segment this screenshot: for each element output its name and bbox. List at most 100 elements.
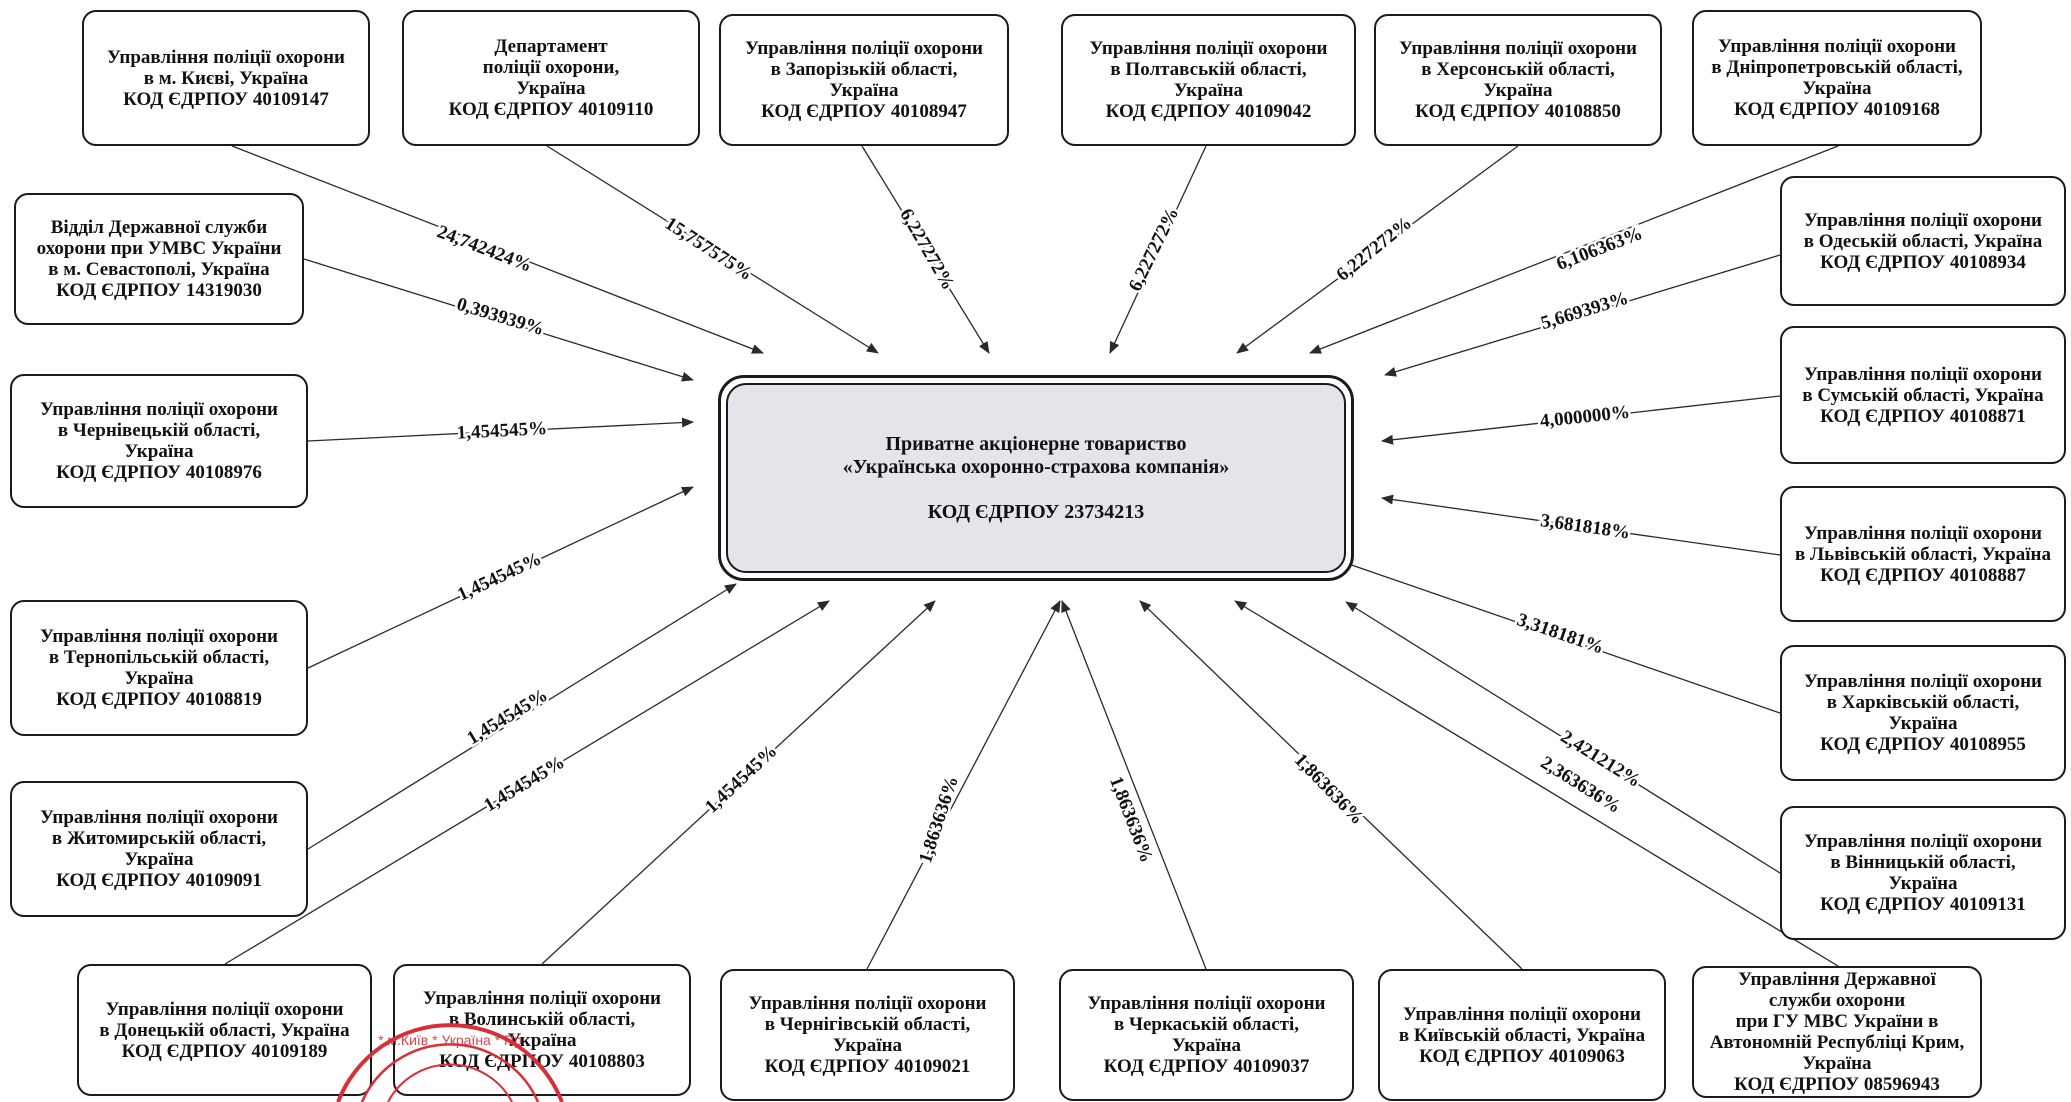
- shareholder-line: Управління поліції охорони: [1804, 522, 2042, 544]
- shareholder-line: Управління поліції охорони: [1718, 36, 1956, 57]
- shareholder-line: Україна: [1802, 78, 1872, 99]
- shareholder-line: поліції охорони,: [482, 57, 620, 78]
- shareholder-line: Управління поліції охорони: [1804, 671, 2042, 692]
- seal-stamp: * м.Київ * Україна * Пр: [336, 1023, 564, 1102]
- share-label-sumy: 4,000000%: [1539, 402, 1631, 432]
- shareholder-line: Відділ Державної служби: [50, 217, 268, 238]
- shareholder-line: Управління Державної: [1738, 969, 1936, 990]
- shareholder-line: в м. Севастополі, Україна: [48, 259, 270, 280]
- ownership-arrow-volyn: [541, 600, 936, 965]
- shareholder-line: КОД ЄДРПОУ 40108803: [439, 1051, 645, 1072]
- ownership-arrow-crimea: [1234, 600, 1839, 967]
- shareholder-line: охорони при УМВС України: [36, 238, 282, 259]
- shareholder-line: Україна: [1888, 713, 1958, 734]
- share-label-zaporizhzhia: 6,227272%: [895, 205, 958, 294]
- share-label-dnipro: 6,106363%: [1554, 223, 1646, 275]
- ownership-arrow-kharkiv: [1339, 559, 1781, 714]
- shareholder-line: КОД ЄДРПОУ 40108850: [1415, 101, 1621, 122]
- shareholder-line: Україна: [124, 441, 194, 462]
- shareholder-line: служби охорони: [1768, 990, 1906, 1011]
- shareholder-line: Україна: [124, 849, 194, 870]
- shareholder-line: в Донецькій області, Україна: [99, 1019, 350, 1041]
- center-company-box: Приватне акціонерне товариство «Українсь…: [718, 375, 1354, 581]
- share-label-volyn: 1,454545%: [701, 741, 781, 818]
- ownership-arrow-kyiv-city: [231, 145, 764, 354]
- share-label-cherkasy: 1,863636%: [1105, 774, 1157, 866]
- ownership-arrow-donetsk: [224, 600, 830, 965]
- shareholder-line: Україна: [1802, 1053, 1872, 1074]
- share-label-kyiv-region: 1,863636%: [1290, 749, 1368, 829]
- center-company-inner: Приватне акціонерне товариство «Українсь…: [726, 383, 1346, 573]
- ownership-arrow-dnipro: [1309, 145, 1839, 354]
- shareholder-line: в Тернопільській області,: [48, 647, 270, 668]
- share-label-kyiv-city: 24,742424%: [434, 221, 535, 276]
- shareholder-line: КОД ЄДРПОУ 40108887: [1820, 564, 2026, 586]
- shareholder-line: КОД ЄДРПОУ 40109131: [1820, 894, 2026, 915]
- shareholder-line: Управління поліції охорони: [1399, 38, 1637, 59]
- shareholder-line: КОД ЄДРПОУ 40108871: [1820, 405, 2026, 427]
- share-label-lviv: 3,681818%: [1539, 510, 1631, 543]
- ownership-arrow-poltava: [1109, 145, 1207, 354]
- ownership-arrow-kyiv-region: [1139, 600, 1523, 970]
- shareholder-line: Управління поліції охорони: [1804, 363, 2042, 385]
- share-label-kherson: 6,227272%: [1333, 213, 1416, 286]
- shareholder-line: Україна: [1171, 1035, 1242, 1056]
- shareholder-line: Управління поліції охорони: [40, 807, 278, 828]
- share-label-ternopil: 1,454545%: [454, 548, 545, 605]
- share-label-odesa: 5,669393%: [1538, 288, 1630, 334]
- shareholder-line: в Київській області, Україна: [1398, 1024, 1646, 1046]
- center-company-name-line-1: Приватне акціонерне товариство: [885, 432, 1187, 455]
- shareholder-line: в Чернівецькій області,: [57, 420, 261, 441]
- ownership-arrow-kherson: [1236, 145, 1519, 354]
- shareholder-line: Управління поліції охорони: [748, 993, 987, 1014]
- shareholder-line: в Чернігівській області,: [764, 1014, 971, 1035]
- shareholder-line: КОД ЄДРПОУ 40108976: [56, 462, 262, 483]
- shareholder-line: в Одеській області, Україна: [1803, 230, 2043, 252]
- shareholder-line: КОД ЄДРПОУ 40108955: [1820, 734, 2026, 755]
- shareholder-line: КОД ЄДРПОУ 14319030: [56, 280, 262, 301]
- ownership-arrow-sumy: [1381, 395, 1781, 445]
- shareholder-line: при ГУ МВС України в: [1735, 1011, 1939, 1032]
- shareholder-line: КОД ЄДРПОУ 40109091: [56, 870, 262, 891]
- ownership-arrow-zhytomyr: [307, 583, 737, 850]
- ownership-arrow-vinnytsia: [1345, 601, 1781, 874]
- shareholder-line: в Полтавській області,: [1110, 59, 1307, 80]
- shareholder-line: в Запорізькій області,: [770, 59, 958, 80]
- shareholder-line: КОД ЄДРПОУ 40108934: [1820, 251, 2026, 273]
- shareholder-line: в Харківській області,: [1826, 692, 2020, 713]
- shareholder-line: Управління поліції охорони: [40, 399, 278, 420]
- shareholder-line: Україна: [516, 78, 586, 99]
- ownership-arrow-sevastopol: [303, 258, 694, 382]
- shareholder-line: КОД ЄДРПОУ 40109021: [764, 1056, 971, 1077]
- shareholder-line: в Дніпропетровській області,: [1711, 57, 1963, 78]
- shareholder-line: КОД ЄДРПОУ 40109037: [1103, 1056, 1310, 1077]
- share-label-department: 15,757575%: [661, 213, 756, 285]
- share-label-zhytomyr: 1,454545%: [463, 685, 551, 749]
- shareholder-line: Управління поліції охорони: [1089, 38, 1328, 59]
- shareholder-line: Управління поліції охорони: [107, 46, 345, 68]
- shareholder-line: КОД ЄДРПОУ 08596943: [1734, 1074, 1940, 1095]
- shareholder-line: Україна: [507, 1030, 577, 1051]
- share-label-chernivtsi: 1,454545%: [456, 418, 547, 444]
- shareholder-line: в Херсонській області,: [1421, 59, 1615, 80]
- share-label-poltava: 6,227272%: [1125, 204, 1183, 294]
- ownership-arrow-chernivtsi: [307, 417, 694, 442]
- shareholder-line: КОД ЄДРПОУ 40108947: [761, 101, 967, 122]
- shareholder-line: КОД ЄДРПОУ 40109063: [1419, 1045, 1625, 1067]
